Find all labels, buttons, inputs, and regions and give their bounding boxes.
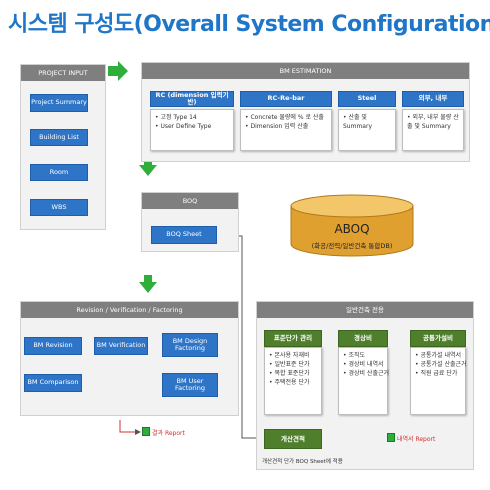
revision-header: Revision / Verification / Factoring xyxy=(21,302,238,318)
building-list-box[interactable]: Building List xyxy=(30,129,88,146)
common-head[interactable]: 공통가설비 xyxy=(410,330,466,347)
bullet: 복합 표준단가 xyxy=(274,370,310,377)
bullet: 주택전용 단가 xyxy=(274,379,310,386)
revision-report-label[interactable]: 결과 Report xyxy=(152,430,185,437)
bm-design-factoring-box[interactable]: BM Design Factoring xyxy=(162,333,218,357)
green-arrow-right xyxy=(108,61,128,81)
general-report-label[interactable]: 내역서 Report xyxy=(397,436,436,443)
bullet: 공통가설 내역서 xyxy=(420,352,462,359)
aboq-cylinder xyxy=(290,194,414,257)
bm-col-rebar-body: • Concrete 물량에 % 로 산출 • Dimension 입력 산출 xyxy=(240,109,332,151)
bullet: 직원 급료 단가 xyxy=(420,370,458,377)
unit-price-body: • 본사용 자재비 • 일반표준 단가 • 복합 표준단가 • 주택전용 단가 xyxy=(264,347,322,415)
bm-col-rebar-head[interactable]: RC-Re-bar xyxy=(240,91,332,107)
bm-col-extint-body: • 외부, 내부 물량 산출 및 Summary xyxy=(402,109,464,151)
bm-user-factoring-box[interactable]: BM User Factoring xyxy=(162,373,218,397)
boq-sheet-box[interactable]: BOQ Sheet xyxy=(151,226,217,244)
bullet: 공통가설 산출근거 xyxy=(420,361,467,368)
bullet: 산출 및 Summary xyxy=(343,114,372,130)
unit-price-head[interactable]: 표준단가 관리 xyxy=(264,330,322,347)
connector-line xyxy=(119,420,141,435)
bm-revision-box[interactable]: BM Revision xyxy=(24,337,82,355)
bm-col-steel-head[interactable]: Steel xyxy=(338,91,396,107)
calc-note: 개산견적 단가 BOQ Sheet에 적용 xyxy=(262,459,343,465)
revision-panel: Revision / Verification / Factoring xyxy=(20,301,239,416)
bullet: 고정 Type 14 xyxy=(160,114,197,121)
bullet: 일반표준 단가 xyxy=(274,361,310,368)
general-header: 일반건축 전용 xyxy=(257,302,473,318)
green-arrow-down xyxy=(139,275,157,293)
bm-verification-box[interactable]: BM Verification xyxy=(94,337,148,355)
bm-col-rc-head[interactable]: RC (dimension 입력기반) xyxy=(150,91,234,107)
wbs-box[interactable]: WBS xyxy=(30,199,88,216)
bullet: Dimension 입력 산출 xyxy=(250,123,309,130)
page-title: 시스템 구성도(Overall System Configuration) xyxy=(8,12,490,37)
bm-col-steel-body: • 산출 및 Summary xyxy=(338,109,396,151)
bullet: 경상비 산출근거 xyxy=(348,370,390,377)
boq-header: BOQ xyxy=(142,193,238,209)
project-input-header: PROJECT INPUT xyxy=(21,65,105,81)
expense-body: • 조직도 • 경상비 내역서 • 경상비 산출근거 xyxy=(338,347,390,415)
excel-icon xyxy=(387,433,395,442)
bm-col-rc-body: • 고정 Type 14 • User Define Type xyxy=(150,109,234,151)
bullet: User Define Type xyxy=(160,123,212,130)
bm-comparison-box[interactable]: BM Comparison xyxy=(24,374,82,392)
aboq-desc: (화공/전력/일반건축 통합DB) xyxy=(311,242,393,250)
bm-col-extint-head[interactable]: 외부, 내부 xyxy=(402,91,464,107)
bullet: Concrete 물량에 % 로 산출 xyxy=(250,114,324,121)
aboq-name: ABOQ xyxy=(334,222,370,236)
bullet: 외부, 내부 물량 산출 및 Summary xyxy=(407,114,459,130)
project-summary-box[interactable]: Project Summary xyxy=(30,94,88,112)
common-body: • 공통가설 내역서 • 공통가설 산출근거 • 직원 급료 단가 xyxy=(410,347,467,415)
bullet: 본사용 자재비 xyxy=(274,352,310,359)
excel-icon xyxy=(142,427,150,436)
bullet: 경상비 내역서 xyxy=(348,361,384,368)
green-arrow-down xyxy=(139,158,157,176)
room-box[interactable]: Room xyxy=(30,164,88,181)
expense-head[interactable]: 경상비 xyxy=(338,330,388,347)
calc-box[interactable]: 개산견적 xyxy=(264,429,322,449)
bullet: 조직도 xyxy=(348,352,366,359)
bm-estimation-header: BM ESTIMATION xyxy=(142,63,469,79)
